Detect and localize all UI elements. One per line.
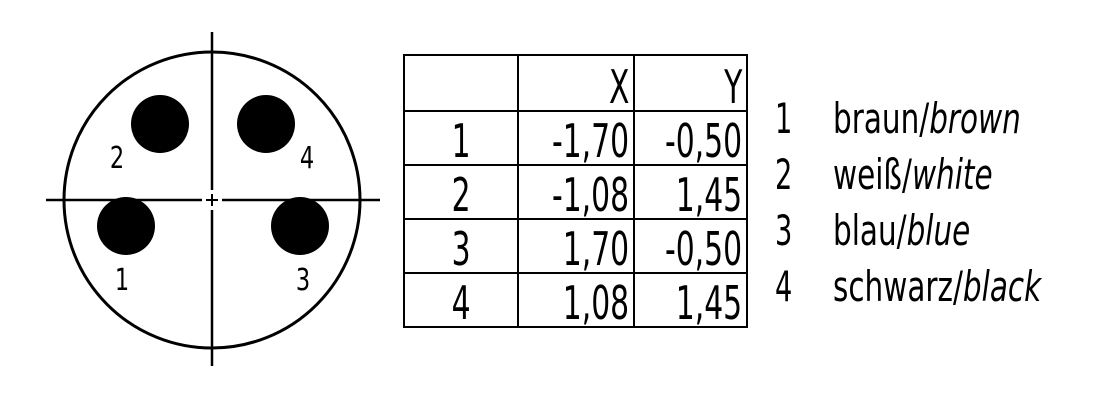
pin-coordinate-table: X Y 1 -1,70 -0,50 2 -1,08 1,45 3 1,70 -0… — [403, 54, 749, 328]
pin-label-1: 1 — [115, 263, 129, 298]
table-header-y: Y — [632, 54, 749, 112]
pin-4 — [237, 95, 295, 153]
table-cell-y: -0,50 — [632, 218, 749, 274]
pin-label-2: 2 — [110, 141, 124, 176]
pin-label-3: 3 — [296, 263, 310, 298]
table-header-row: X Y — [403, 54, 749, 112]
legend-number: 3 — [775, 206, 793, 255]
legend-color-de: braun/ — [833, 94, 930, 143]
table-cell-y: 1,45 — [632, 164, 749, 220]
legend-color-en: white — [911, 150, 993, 199]
legend-color-de: weiß/ — [833, 150, 912, 199]
table-row: 3 1,70 -0,50 — [403, 218, 749, 274]
table-cell-x: -1,08 — [517, 164, 635, 220]
table-cell-x: 1,08 — [517, 272, 635, 328]
legend-color-de: schwarz/ — [833, 262, 963, 311]
legend-number: 4 — [775, 262, 793, 311]
table-row: 1 -1,70 -0,50 — [403, 110, 749, 166]
legend-color-en: brown — [929, 94, 1021, 143]
table-cell-pin: 1 — [403, 110, 519, 166]
table-cell-x: -1,70 — [517, 110, 635, 166]
table-header-pin — [403, 54, 519, 112]
legend-color-text: weiß/white — [833, 152, 993, 198]
table-cell-pin: 2 — [403, 164, 519, 220]
legend-number: 1 — [775, 94, 793, 143]
table-cell-pin: 3 — [403, 218, 519, 274]
pin-1 — [97, 197, 155, 255]
legend-number: 2 — [775, 150, 793, 199]
table-cell-pin: 4 — [403, 272, 519, 328]
pin-3 — [271, 197, 329, 255]
pin-label-4: 4 — [300, 141, 314, 176]
table-cell-x: 1,70 — [517, 218, 635, 274]
legend-color-text: schwarz/black — [833, 264, 1041, 310]
table-cell-y: 1,45 — [632, 272, 749, 328]
connector-pin-diagram: 1 2 3 4 — [46, 32, 380, 366]
table-header-x: X — [517, 54, 635, 112]
legend-color-en: black — [962, 262, 1042, 311]
table-row: 4 1,08 1,45 — [403, 272, 749, 328]
table-row: 2 -1,08 1,45 — [403, 164, 749, 220]
legend-color-en: blue — [906, 206, 971, 255]
legend-color-de: blau/ — [833, 206, 907, 255]
legend-color-text: braun/brown — [833, 96, 1021, 142]
table-cell-y: -0,50 — [632, 110, 749, 166]
legend-color-text: blau/blue — [833, 208, 970, 254]
pin-2 — [131, 95, 189, 153]
